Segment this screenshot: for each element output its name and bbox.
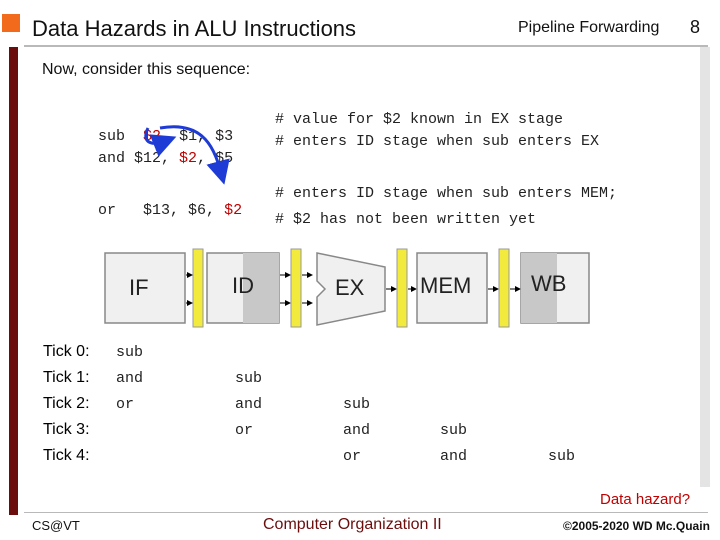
instr-cell: and	[440, 448, 468, 465]
hazard-note: Data hazard?	[600, 491, 691, 508]
pipeline-register	[192, 248, 204, 328]
footer-center: Computer Organization II	[263, 516, 442, 533]
code-op: sub	[98, 128, 126, 145]
instr-cell: or	[343, 448, 362, 465]
pipeline-register	[396, 248, 408, 328]
instr-cell: or	[235, 422, 254, 439]
code-line-3: or $13, $6, $2	[80, 185, 242, 219]
tick-label: Tick 1:	[43, 369, 90, 386]
stage-wb-shade	[521, 253, 557, 323]
stage-id-shade	[243, 253, 279, 323]
tick-label: Tick 2:	[43, 395, 90, 412]
instr-cell: sub	[548, 448, 576, 465]
sidebar-bar	[9, 47, 18, 515]
code-reg-hazard: $2	[179, 150, 198, 167]
code-comment-3b: # $2 has not been written yet	[275, 211, 537, 228]
arrow-sub-to-or	[159, 125, 230, 185]
code-operands: $13, $6,	[143, 202, 216, 219]
instr-cell: sub	[440, 422, 468, 439]
instr-cell: and	[343, 422, 371, 439]
instr-cell: and	[235, 396, 263, 413]
right-shade	[700, 47, 710, 487]
stage-id-label: ID	[232, 273, 254, 298]
code-comment-2: # enters ID stage when sub enters EX	[275, 133, 600, 150]
stage-mem-label: MEM	[420, 273, 471, 298]
pipeline-register	[290, 248, 302, 328]
section-title: Pipeline Forwarding	[518, 19, 660, 36]
stage-ex-shape	[316, 252, 386, 326]
slide-number: 8	[690, 17, 701, 37]
instr-cell: sub	[343, 396, 371, 413]
footer-rule	[24, 512, 708, 513]
footer-right: ©2005-2020 WD Mc.Quain	[563, 519, 710, 533]
code-comment-1: # value for $2 known in EX stage	[275, 111, 564, 128]
intro-text: Now, consider this sequence:	[42, 61, 251, 78]
tick-label: Tick 3:	[43, 421, 90, 438]
pipeline-diagram: IF ID EX MEM WB	[104, 248, 590, 328]
instr-cell: or	[116, 396, 135, 413]
code-op: or	[98, 202, 117, 219]
header-rule	[24, 45, 708, 47]
stage-if-box	[104, 252, 186, 324]
pipeline-register	[498, 248, 510, 328]
stage-wb-label: WB	[531, 271, 566, 296]
footer-left: CS@VT	[32, 518, 80, 533]
stage-mem-box	[416, 252, 488, 324]
stage-if-label: IF	[129, 275, 149, 300]
orange-square-icon	[2, 14, 20, 32]
instr-cell: sub	[116, 344, 144, 361]
tick-label: Tick 0:	[43, 343, 90, 360]
slide-title: Data Hazards in ALU Instructions	[32, 16, 357, 41]
instr-cell: sub	[235, 370, 263, 387]
stage-ex-label: EX	[335, 275, 365, 300]
instr-cell: and	[116, 370, 144, 387]
code-reg-hazard: $2	[224, 202, 243, 219]
tick-label: Tick 4:	[43, 447, 90, 464]
arrow-sub-to-and	[144, 127, 177, 157]
code-comment-3: # enters ID stage when sub enters MEM;	[275, 185, 618, 202]
